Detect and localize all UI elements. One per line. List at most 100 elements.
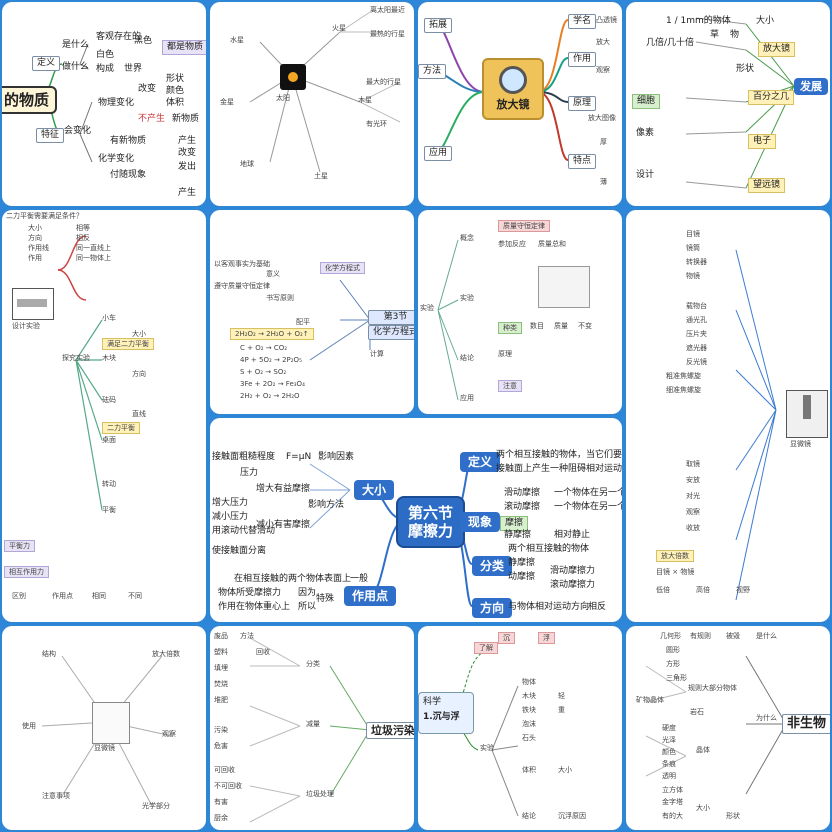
leaf: 视野 bbox=[736, 586, 750, 594]
branch-method[interactable]: 方法 bbox=[418, 64, 447, 79]
leaf: 质量 bbox=[554, 322, 568, 330]
leaf: 不可回收 bbox=[214, 782, 242, 790]
mindmap-tile-matter[interactable]: 的物质 定义 特征 是什么 做什么 客观存在的 白色 黑色 构成 世界 都是物质… bbox=[2, 2, 206, 206]
branch-definition[interactable]: 定义 bbox=[460, 452, 501, 473]
leaf: 两个相互接触的物体 bbox=[508, 544, 590, 554]
leaf: 岩石 bbox=[690, 708, 704, 716]
leaf: 注意事项 bbox=[42, 792, 70, 800]
branch-principle[interactable]: 原理 bbox=[568, 96, 597, 111]
leaf: 泡沫 bbox=[522, 720, 536, 728]
leaf: 回收 bbox=[256, 648, 270, 656]
leaf: 白色 bbox=[96, 50, 115, 60]
leaf: 有害 bbox=[214, 798, 228, 806]
leaf: 高倍 bbox=[696, 586, 710, 594]
branch[interactable]: 实验 bbox=[480, 744, 494, 752]
branch-phenomenon[interactable]: 现象 bbox=[460, 512, 501, 533]
step: 安放 bbox=[686, 476, 700, 484]
leaf: 用滚动代替滑动 bbox=[212, 526, 276, 536]
leaf: 静摩擦 bbox=[508, 558, 536, 568]
note: 最热的行星 bbox=[370, 30, 405, 38]
branch-use[interactable]: 作用 bbox=[568, 52, 597, 67]
note: 1 / 1mm的物体 bbox=[666, 16, 731, 26]
step: 对光 bbox=[686, 492, 700, 500]
center-topic[interactable]: 科学 1.沉与浮 bbox=[418, 692, 474, 734]
center-topic[interactable]: 第3节 化学方程式 bbox=[368, 310, 414, 340]
leaf: 条痕 bbox=[662, 760, 676, 768]
branch[interactable]: 实验 bbox=[420, 304, 434, 312]
tile-connectors bbox=[41, 655, 173, 807]
mindmap-tile-microscope-dev[interactable]: 1 / 1mm的物体 大小 草 物 放大镜 几倍/几十倍 形状 细胞 百分之几 … bbox=[626, 2, 830, 206]
center-label: 太阳 bbox=[276, 94, 290, 102]
microscope-diagram bbox=[92, 702, 130, 744]
part: 物镜 bbox=[686, 272, 700, 280]
center-topic[interactable]: 的物质 bbox=[2, 86, 58, 114]
branch[interactable]: 配平 bbox=[296, 318, 310, 326]
leaf: 像素 bbox=[636, 128, 655, 138]
leaf: 物体 bbox=[522, 678, 536, 686]
branch-feature[interactable]: 特点 bbox=[568, 154, 597, 169]
leaf: 使用 bbox=[22, 722, 36, 730]
mindmap-tile-friction[interactable]: 第六节 摩擦力 大小 作用点 定义 现象 分类 方向 接触面粗糙程度 F=μN … bbox=[210, 418, 622, 622]
branch-apply[interactable]: 应用 bbox=[424, 146, 453, 161]
mindmap-tile-magnifier[interactable]: 放大镜 拓展 方法 应用 学名 作用 原理 特点 凸透镜 放大 观察 放大图像 … bbox=[418, 2, 622, 206]
leaf: 大小 bbox=[696, 804, 710, 812]
tile-connectors bbox=[735, 249, 777, 601]
branch[interactable]: 了解 bbox=[474, 642, 498, 655]
branch[interactable]: 计算 bbox=[370, 350, 384, 358]
branch-definition[interactable]: 定义 bbox=[32, 56, 61, 71]
branch[interactable]: 意义 bbox=[266, 270, 280, 278]
label: 探究实验 bbox=[62, 354, 90, 362]
mindmap-tile-solar[interactable]: 太阳 水星 金星 地球 火星 木星 土星 离太阳最近 最热的行星 最大的行星 有… bbox=[210, 2, 414, 206]
mindmap-tile-balance[interactable]: 二力平衡需要满足条件？ 大小 方向 作用线 作用 相等 相反 同一直线上 同一物… bbox=[2, 210, 206, 622]
apparatus-diagram bbox=[12, 288, 54, 320]
branch-direction[interactable]: 方向 bbox=[472, 598, 513, 619]
leaf-what: 是什么 bbox=[62, 40, 90, 50]
branch-dev[interactable]: 发展 bbox=[794, 78, 828, 96]
leaf: 薄 bbox=[600, 178, 607, 186]
leaf: 减小有害摩擦 bbox=[256, 520, 311, 530]
leaf-box: 放大镜 bbox=[758, 42, 796, 57]
leaf-box: 细胞 bbox=[632, 94, 661, 109]
center-topic[interactable]: 第六节 摩擦力 bbox=[396, 496, 466, 548]
mindmap-tile-garbage[interactable]: 垃圾污染 废品 方法 塑料 回收 填埋 焚烧 堆肥 污染 危害 可回收 不可回收… bbox=[210, 626, 414, 830]
branch[interactable]: 书写原则 bbox=[266, 294, 294, 302]
leaf: 颜色 bbox=[662, 748, 676, 756]
leaf: 作用在物体重心上 bbox=[218, 602, 291, 612]
branch-classify[interactable]: 分类 bbox=[472, 556, 513, 577]
branch-name[interactable]: 学名 bbox=[568, 14, 597, 29]
leaf: 形状 bbox=[736, 64, 755, 74]
branch-point[interactable]: 作用点 bbox=[344, 586, 397, 607]
center-label: 放大镜 bbox=[496, 98, 530, 111]
mindmap-tile-microscope-2[interactable]: 显微镜 结构 使用 注意事项 放大倍数 观察 光学部分 bbox=[2, 626, 206, 830]
branch-expand[interactable]: 拓展 bbox=[424, 18, 453, 33]
mindmap-tile-microscope[interactable]: 显微镜 目镜 镜筒 转换器 物镜 载物台 通光孔 压片夹 遮光器 反光镜 粗准焦… bbox=[626, 210, 830, 622]
mindmap-tile-nonliving[interactable]: 非生物 为什么 几何形 有规则 被毁 是什么 圆形 方形 三角形 规则大部分物体… bbox=[626, 626, 830, 830]
branch-magnitude[interactable]: 大小 bbox=[354, 480, 395, 501]
leaf: 在相互接触的两个物体表面上 bbox=[234, 574, 352, 584]
center-topic[interactable]: 垃圾污染 bbox=[366, 722, 414, 740]
cond: 作用 bbox=[28, 254, 42, 262]
mindmap-tile-chem-eq[interactable]: 第3节 化学方程式 化学方程式 意义 书写原则 配平 2H₂O₂ → 2H₂O … bbox=[210, 210, 414, 414]
leaf: 木块 bbox=[102, 354, 116, 362]
leaf: 平衡 bbox=[102, 506, 116, 514]
mindmap-tile-conservation[interactable]: 实验 概念 实验 结论 应用 质量守恒定律 参加反应 质量总和 种类 数目 质量… bbox=[418, 210, 622, 414]
branch-feature[interactable]: 特征 bbox=[36, 128, 65, 143]
leaf: 与物体相对运动方向 bbox=[508, 602, 590, 612]
leaf-box: 沉 bbox=[498, 632, 515, 645]
leaf: 是什么 bbox=[756, 632, 777, 640]
leaf: 滚动摩擦 bbox=[504, 502, 541, 512]
center-topic[interactable]: 放大镜 bbox=[482, 58, 544, 120]
branch[interactable]: 化学方程式 bbox=[320, 262, 365, 275]
center-label: 显微镜 bbox=[94, 744, 115, 752]
leaf: 有规则 bbox=[690, 632, 711, 640]
step: 观察 bbox=[686, 508, 700, 516]
leaf: 轻 bbox=[558, 692, 565, 700]
leaf: 增大有益摩擦 bbox=[256, 484, 311, 494]
center-topic[interactable]: 非生物 bbox=[782, 714, 830, 734]
leaf: 几何形 bbox=[660, 632, 681, 640]
label: 区别 bbox=[12, 592, 26, 600]
equation: 3Fe + 2O₂ → Fe₃O₄ bbox=[240, 380, 305, 388]
mindmap-tile-sink-float[interactable]: 科学 1.沉与浮 了解 实验 沉 浮 物体 木块 铁块 泡沫 石头 轻 重 体积… bbox=[418, 626, 622, 830]
leaf: 结论 bbox=[522, 812, 536, 820]
part: 通光孔 bbox=[686, 316, 707, 324]
